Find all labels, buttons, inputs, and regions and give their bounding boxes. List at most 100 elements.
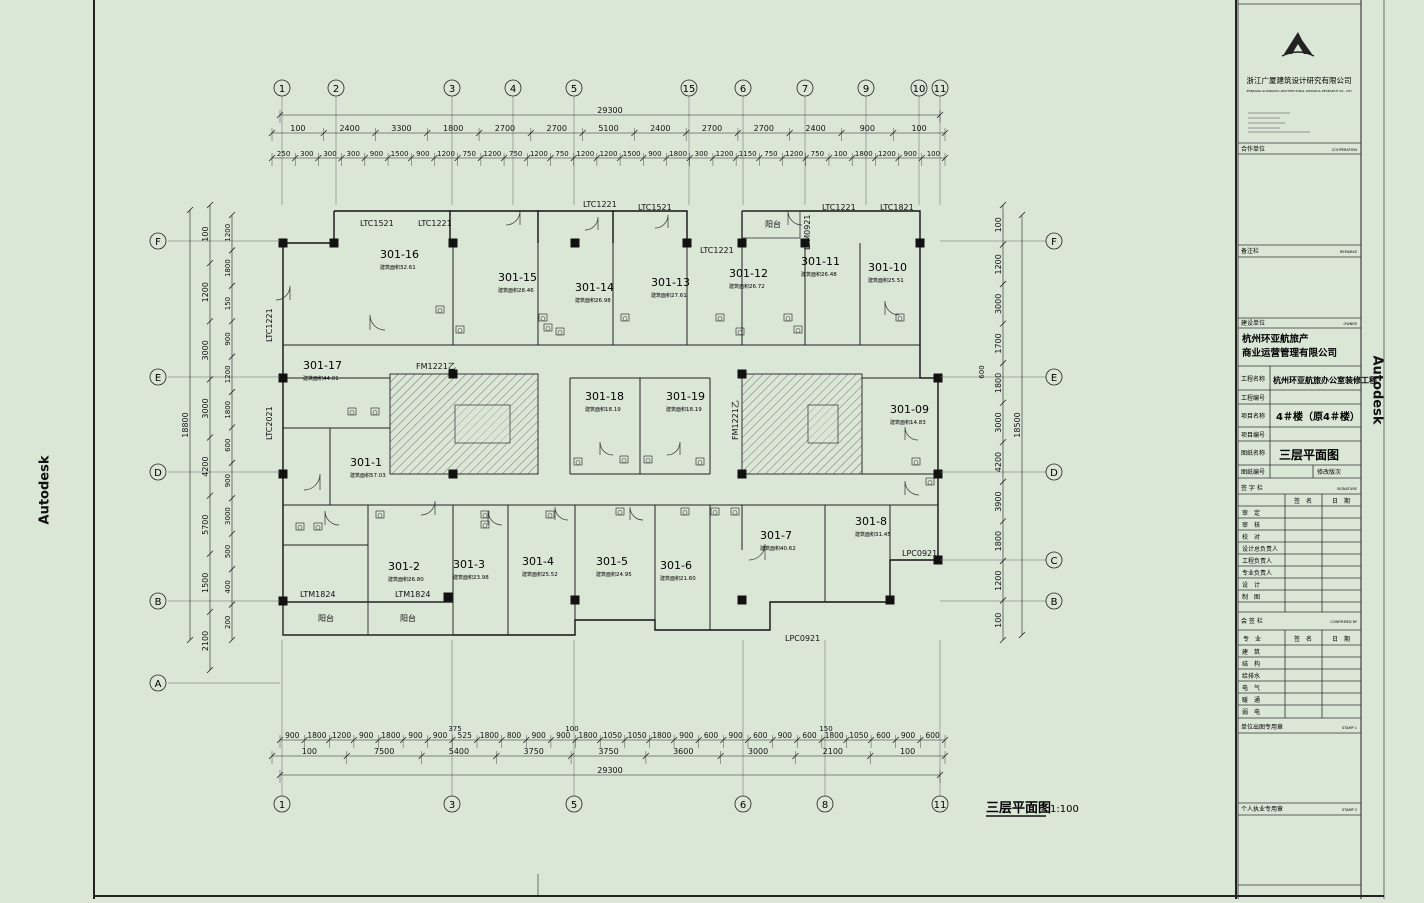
column (885, 595, 895, 605)
room-number: 301-2 (388, 560, 420, 573)
dimension-value: 1500 (201, 573, 210, 593)
window-label: LTC1521 (638, 203, 672, 212)
balcony-label: 阳台 (400, 613, 416, 623)
axis-bubble (816, 795, 834, 813)
dimension-value: 3750 (598, 747, 618, 756)
dimension-value: 900 (778, 731, 793, 740)
door-swing (275, 285, 291, 301)
dimension-value: 150 (224, 297, 232, 310)
axis-bubble (327, 79, 345, 97)
dimension-value: 900 (408, 731, 423, 740)
column (570, 238, 580, 248)
toilet-icon (925, 477, 935, 486)
door-swing (904, 426, 919, 441)
cooperation-label: 合作单位 (1241, 145, 1265, 153)
dimension-value: 3000 (994, 412, 1003, 432)
dimension-value: 1150 (739, 150, 757, 158)
room-area-label: 建筑面积: (575, 297, 597, 304)
column (933, 555, 943, 565)
axis-label: F (1051, 237, 1057, 248)
axis-bubble (1045, 232, 1063, 250)
dimension-value: 200 (224, 616, 232, 629)
column (737, 469, 747, 479)
axis-label: 3 (449, 84, 455, 95)
door-swing (629, 506, 644, 521)
stair-west (389, 373, 539, 475)
toilet-icon (680, 507, 690, 516)
axis-bubble (149, 592, 167, 610)
dimension-value: 4200 (201, 456, 210, 476)
dimension-value: 900 (556, 731, 571, 740)
dimension-value: 1500 (623, 150, 641, 158)
window-label: LTC1521 (360, 219, 394, 228)
room-number: 301-4 (522, 555, 554, 568)
room-area-value: 26.98 (595, 298, 611, 304)
door-label: FM1221乙 (416, 362, 456, 371)
dimension-value: 600 (753, 731, 768, 740)
dimension-value: 3600 (673, 747, 693, 756)
dimension-value: 100 (994, 217, 1003, 232)
dimension-value: 1200 (332, 731, 351, 740)
room-area-label: 建筑面积: (651, 292, 673, 299)
dimension-value: 1200 (878, 150, 896, 158)
window-label: LTC1221 (265, 308, 274, 342)
toilet-icon (911, 457, 921, 466)
signature-label: 签 字 栏 (1241, 484, 1263, 492)
column (443, 592, 453, 602)
toilet-icon (615, 507, 625, 516)
room-area-label: 建筑面积: (660, 575, 682, 582)
dimension-value: 1800 (994, 373, 1003, 393)
autodesk-watermark-left: Autodesk (37, 455, 53, 525)
dimension-value: 375 (448, 725, 461, 733)
axis-bubble (273, 795, 291, 813)
column (448, 238, 458, 248)
dimension-value: 300 (323, 150, 336, 158)
toilet-icon (735, 327, 745, 336)
plan-title: 三层平面图 (986, 801, 1051, 816)
room-area-value: 14.83 (910, 420, 926, 426)
dimension-value: 900 (224, 474, 232, 487)
toilet-icon (375, 510, 385, 519)
stair-west-landing (454, 404, 511, 444)
door-swing (666, 441, 681, 456)
autodesk-watermark-right: Autodesk (1369, 355, 1385, 425)
room-area-value: 21.60 (680, 576, 696, 582)
toilet-icon (730, 507, 740, 516)
dimension-value: 150 (819, 725, 832, 733)
window-label: LTM1824 (300, 590, 336, 599)
structural-columns (278, 238, 943, 606)
room-area-value: 25.52 (542, 572, 558, 578)
column (329, 238, 339, 248)
toilet-icon (695, 457, 705, 466)
dimension-value: 1500 (391, 150, 409, 158)
confirm-sign-column-header: 签 名 (1294, 635, 1312, 643)
dimension-value: 900 (285, 731, 300, 740)
room-area-value: 44.01 (323, 376, 339, 382)
dimension-value: 4200 (994, 452, 1003, 472)
dimension-value: 5700 (201, 515, 210, 535)
toilet-icon (619, 455, 629, 464)
toilet-icon (435, 305, 445, 314)
axis-label: 9 (863, 84, 869, 95)
column (278, 596, 288, 606)
dimension-value: 1800 (224, 401, 232, 419)
item-name-label: 项目名称 (1241, 412, 1265, 420)
dimension-value: 5400 (449, 747, 469, 756)
column (682, 238, 692, 248)
confirmed-label-en: CONFIRMED BY (1330, 620, 1358, 624)
discipline-label: 电 气 (1242, 684, 1260, 692)
window-label: LTC1221 (700, 246, 734, 255)
dimension-value: 1800 (825, 731, 844, 740)
axis-label: 10 (913, 84, 926, 95)
dimension-value: 100 (565, 725, 578, 733)
axis-bubble (796, 79, 814, 97)
room-area-value: 24.95 (616, 572, 632, 578)
discipline-label: 给排水 (1242, 672, 1260, 680)
dimension-value: 1800 (994, 531, 1003, 551)
drawing-no-label: 图纸编号 (1241, 468, 1265, 476)
